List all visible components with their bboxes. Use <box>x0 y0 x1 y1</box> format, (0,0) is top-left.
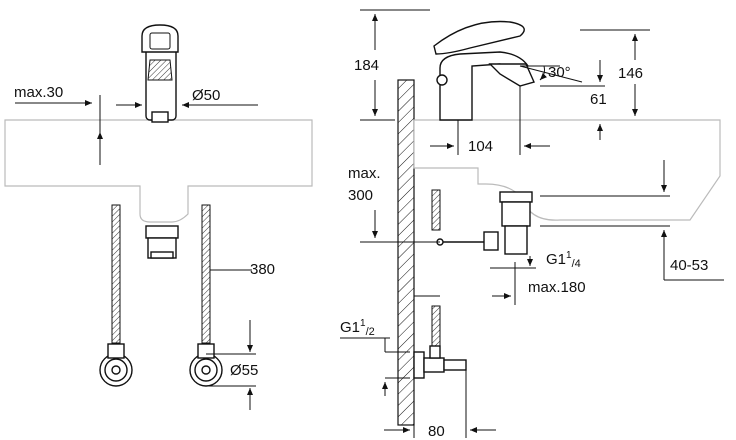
dim-max-waste-length: max.180 <box>414 262 586 305</box>
label-hose-length: 380 <box>250 261 275 278</box>
dim-rosette-diameter: Ø55 <box>206 320 258 410</box>
side-view: 184 146 30° 61 104 <box>340 9 724 440</box>
label-max-depth-2: 300 <box>348 187 373 204</box>
valve-thread-main: G1 <box>340 319 360 336</box>
hose-right <box>201 204 211 344</box>
dim-waste-thread: G11/4 <box>490 250 581 270</box>
dim-total-height: 184 <box>354 9 430 116</box>
dim-max-depth: max. 300 <box>348 119 440 243</box>
label-projection: 104 <box>468 138 493 155</box>
label-max-depth-1: max. <box>348 165 381 182</box>
label-rosette-diameter: Ø55 <box>230 362 258 379</box>
label-spout-diameter: Ø50 <box>192 87 220 104</box>
waste-side <box>436 191 533 255</box>
dim-projection: 104 <box>430 86 550 155</box>
dim-outlet-height: 61 <box>540 60 607 140</box>
dim-valve-distance: 80 <box>384 370 496 440</box>
wall <box>397 79 415 426</box>
waste-thread-sub: /4 <box>572 258 581 270</box>
label-basin-thickness: 40-53 <box>670 257 708 274</box>
dim-spout-diameter: Ø50 <box>116 87 258 108</box>
rosette-left <box>99 343 133 387</box>
faucet-side <box>433 20 535 121</box>
dim-max-overhang: max.30 <box>14 84 103 165</box>
waste-thread-main: G1 <box>546 251 566 268</box>
basin-side <box>413 119 721 221</box>
label-max-waste-length: max.180 <box>528 279 586 296</box>
dim-basin-thickness: 40-53 <box>540 160 724 281</box>
pull-rod <box>431 189 441 231</box>
label-valve-distance: 80 <box>428 423 445 440</box>
valve-thread-sup: 1 <box>360 318 366 329</box>
hose-left <box>111 204 121 344</box>
valve-thread-sub: /2 <box>366 326 375 338</box>
rosette-right <box>189 343 223 387</box>
dim-lever-angle: 30° <box>519 64 583 83</box>
label-valve-thread: G11/2 <box>340 318 375 338</box>
faucet-front <box>141 24 179 123</box>
label-lever-angle: 30° <box>548 64 571 81</box>
label-spout-height: 146 <box>618 65 643 82</box>
drain-front <box>145 225 179 259</box>
dim-valve-thread: G11/2 <box>340 318 410 396</box>
label-total-height: 184 <box>354 57 379 74</box>
label-waste-thread: G11/4 <box>546 250 581 270</box>
waste-thread-sup: 1 <box>566 250 572 261</box>
label-max-overhang: max.30 <box>14 84 63 101</box>
label-outlet-height: 61 <box>590 91 607 108</box>
dim-spout-height: 146 <box>580 29 650 116</box>
basin-front <box>4 119 313 223</box>
front-view: max.30 Ø50 380 Ø55 <box>4 24 313 410</box>
angle-valve <box>413 305 467 379</box>
dim-hose-length: 380 <box>210 261 275 278</box>
